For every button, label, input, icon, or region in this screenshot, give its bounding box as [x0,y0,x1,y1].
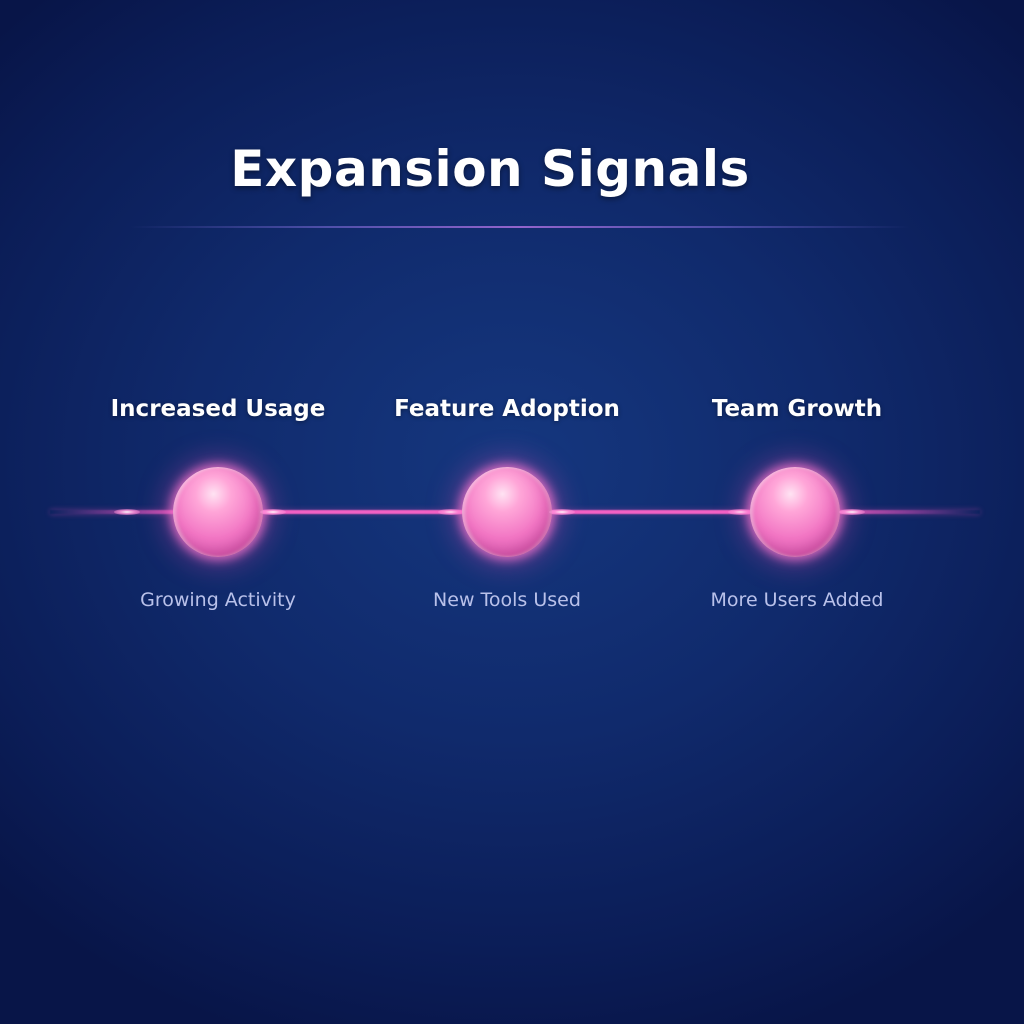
signal-feature-adoption: Feature Adoption New Tools Used [367,390,647,630]
signal-heading: Team Growth [711,396,883,422]
node-left-flare-icon [114,509,140,515]
signal-heading: Feature Adoption [394,396,620,422]
title-divider [130,226,910,228]
node-right-flare-icon [549,509,575,515]
page-title: Expansion Signals [230,140,750,198]
signal-subtitle: More Users Added [710,589,884,611]
node-right-flare-icon [839,509,865,515]
signal-team-growth: Team Growth More Users Added [657,390,937,630]
signal-increased-usage: Increased Usage Growing Activity [78,390,358,630]
signal-heading: Increased Usage [110,396,326,422]
node-left-flare-icon [728,509,754,515]
signal-subtitle: New Tools Used [433,589,581,611]
node-right-flare-icon [260,509,286,515]
glowing-sphere-node-icon [462,467,552,557]
glowing-sphere-node-icon [750,467,840,557]
glowing-sphere-node-icon [173,467,263,557]
signal-subtitle: Growing Activity [140,589,296,611]
node-left-flare-icon [438,509,464,515]
